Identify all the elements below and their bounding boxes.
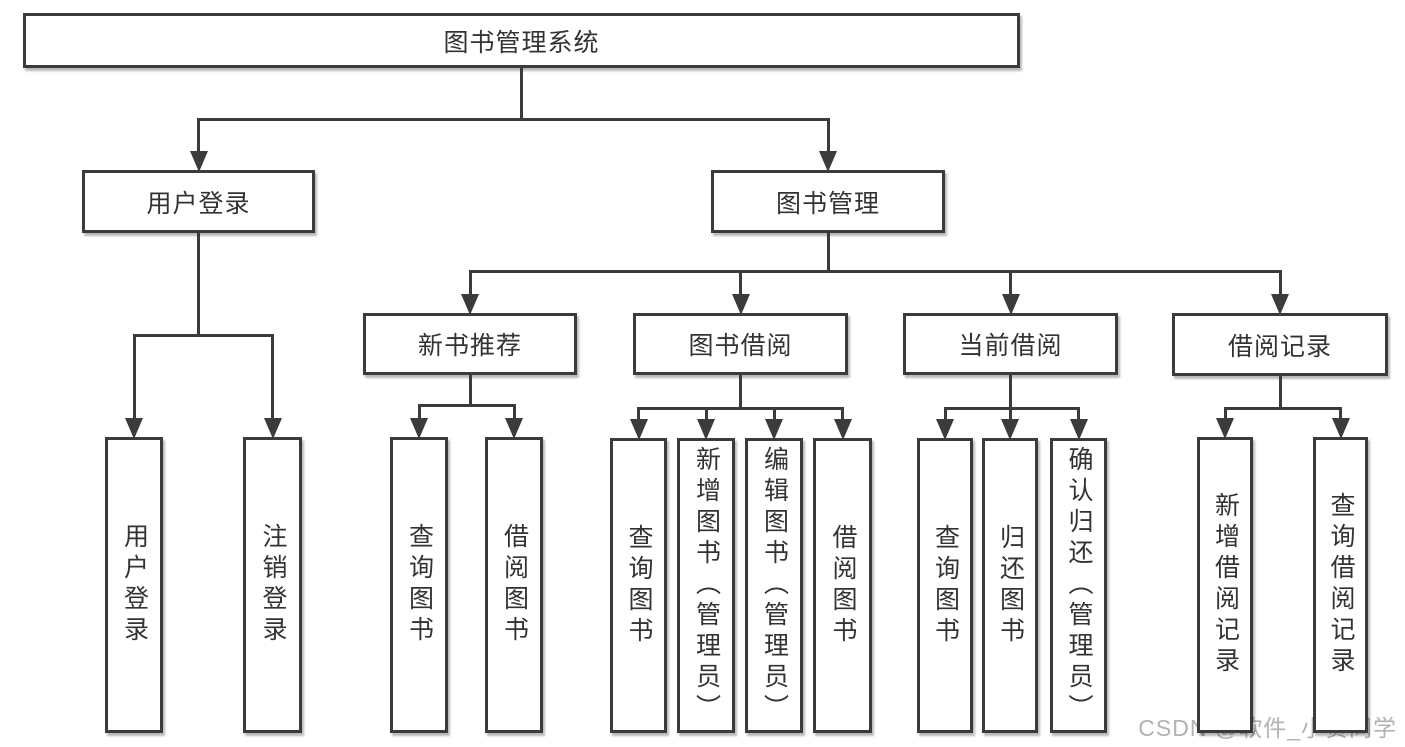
node-user-login: 用户登录 (82, 170, 315, 233)
node-label-root: 图书管理系统 (443, 28, 600, 57)
node-borrow-records: 借阅记录 (1172, 313, 1388, 376)
node-label-leaf-br-query-record: 查询借阅记录 (1327, 492, 1355, 678)
edge-arrowhead-icon (263, 418, 282, 439)
node-label-leaf-cb-confirm-return: 确认归还（管理员） (1065, 446, 1093, 725)
node-label-borrow-records: 借阅记录 (1227, 332, 1332, 361)
edge-line (637, 406, 844, 410)
edge-line (197, 117, 830, 121)
edge-line (512, 405, 516, 418)
edge-line (1278, 376, 1282, 408)
edge-arrowhead-icon (1069, 419, 1088, 440)
node-label-leaf-bb-add-book: 新增图书（管理员） (692, 446, 721, 725)
node-label-leaf-bb-query-book: 查询图书 (625, 523, 653, 648)
edge-line (943, 408, 947, 419)
edge-arrowhead-icon (189, 151, 208, 172)
edge-line (772, 408, 776, 419)
node-leaf-cb-return-book: 归还图书 (982, 438, 1038, 733)
node-label-leaf-bb-borrow-book: 借阅图书 (829, 523, 857, 648)
edge-line (132, 335, 136, 418)
edge-line (1278, 271, 1282, 294)
edge-arrowhead-icon (765, 419, 783, 440)
node-leaf-bb-edit-book: 编辑图书（管理员） (745, 438, 803, 733)
edge-line (826, 119, 830, 151)
edge-arrowhead-icon (731, 294, 750, 315)
edge-arrowhead-icon (505, 418, 523, 439)
node-label-new-book-rec: 新书推荐 (417, 332, 522, 360)
edge-line (468, 375, 472, 405)
edge-line (637, 408, 640, 419)
edge-line (704, 408, 708, 419)
node-label-current-borrow: 当前借阅 (958, 332, 1063, 360)
node-label-leaf-nb-query-book: 查询图书 (405, 523, 434, 647)
edge-line (1223, 406, 1342, 410)
edge-line (826, 233, 830, 271)
edge-arrowhead-icon (410, 418, 428, 439)
node-leaf-nb-query-book: 查询图书 (390, 437, 448, 733)
edge-arrowhead-icon (833, 419, 852, 440)
edge-arrowhead-icon (1216, 418, 1234, 439)
node-label-leaf-logout: 注销登录 (259, 523, 287, 647)
node-leaf-logout: 注销登录 (243, 437, 302, 733)
edge-line (417, 405, 421, 418)
edge-line (1223, 408, 1227, 418)
edge-arrowhead-icon (697, 419, 715, 440)
node-label-book-borrow: 图书借阅 (688, 332, 793, 360)
node-label-leaf-cb-return-book: 归还图书 (996, 523, 1025, 648)
node-leaf-bb-add-book: 新增图书（管理员） (677, 438, 735, 733)
edge-line (1008, 408, 1012, 419)
edge-arrowhead-icon (1001, 294, 1020, 315)
node-leaf-bb-borrow-book: 借阅图书 (813, 438, 872, 733)
edge-arrowhead-icon (125, 418, 143, 439)
edge-line (943, 406, 1080, 410)
edge-arrowhead-icon (629, 419, 648, 440)
node-book-borrow: 图书借阅 (633, 313, 848, 375)
node-label-leaf-bb-edit-book: 编辑图书（管理员） (760, 446, 789, 725)
node-label-book-mgmt: 图书管理 (775, 189, 880, 218)
edge-line (1077, 408, 1080, 419)
node-leaf-br-add-record: 新增借阅记录 (1197, 437, 1253, 733)
node-leaf-br-query-record: 查询借阅记录 (1313, 437, 1368, 733)
edge-line (1009, 271, 1012, 294)
edge-arrowhead-icon (819, 151, 837, 172)
edge-line (468, 271, 472, 294)
edge-line (468, 269, 1282, 273)
edge-line (417, 403, 516, 407)
node-label-leaf-user-login: 用户登录 (120, 523, 149, 647)
node-leaf-bb-query-book: 查询图书 (610, 438, 667, 733)
edge-line (739, 271, 742, 294)
node-leaf-user-login: 用户登录 (105, 437, 163, 733)
edge-arrowhead-icon (461, 294, 479, 315)
node-leaf-cb-query-book: 查询图书 (917, 438, 973, 733)
node-label-user-login: 用户登录 (146, 189, 251, 218)
node-label-leaf-br-add-record: 新增借阅记录 (1211, 492, 1240, 678)
edge-line (841, 408, 844, 419)
node-leaf-nb-borrow-book: 借阅图书 (485, 437, 543, 733)
edge-line (739, 375, 742, 408)
edge-line (520, 68, 523, 119)
edge-arrowhead-icon (1001, 419, 1019, 440)
node-current-borrow: 当前借阅 (903, 313, 1118, 375)
edge-line (197, 119, 200, 151)
edge-line (197, 233, 200, 335)
edge-line (271, 335, 274, 418)
node-root: 图书管理系统 (23, 13, 1020, 68)
node-new-book-rec: 新书推荐 (363, 313, 577, 375)
edge-arrowhead-icon (1271, 294, 1289, 315)
edge-line (1009, 375, 1012, 408)
edge-arrowhead-icon (936, 419, 954, 440)
edge-line (132, 333, 274, 337)
edge-line (1339, 408, 1342, 418)
node-book-mgmt: 图书管理 (711, 170, 945, 233)
node-label-leaf-nb-borrow-book: 借阅图书 (500, 523, 529, 647)
node-leaf-cb-confirm-return: 确认归还（管理员） (1050, 438, 1107, 733)
edge-arrowhead-icon (1331, 418, 1350, 439)
node-label-leaf-cb-query-book: 查询图书 (931, 523, 960, 648)
